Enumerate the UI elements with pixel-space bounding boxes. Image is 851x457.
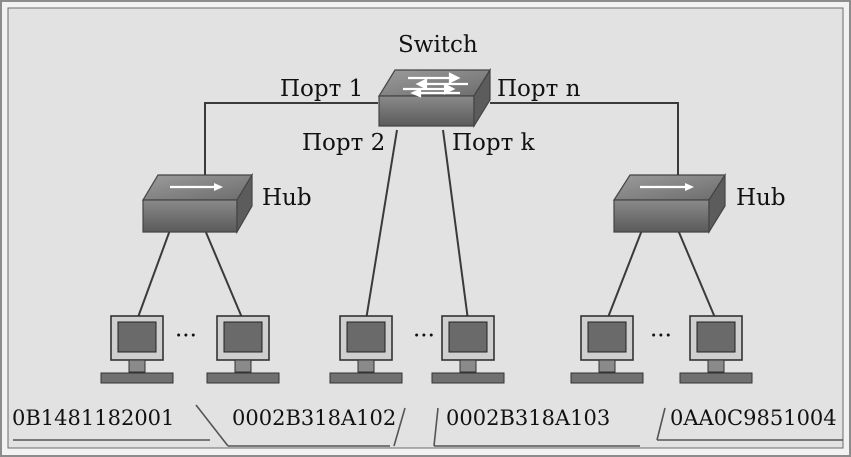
link-switch-pc-4: [442, 129, 469, 321]
mac-address-3: 0002B318A103: [446, 406, 610, 430]
network-links: [136, 102, 717, 321]
computers: [100, 315, 753, 384]
link-hub-left-pc-2: [204, 229, 244, 321]
link-switch-hub-right: [490, 102, 679, 190]
hub-left-label: Hub: [262, 185, 312, 211]
computer-icon: [431, 315, 505, 384]
mac-address-4: 0AA0C9851004: [670, 406, 837, 430]
port-k-label: Порт k: [452, 130, 536, 156]
hub-icon-right: [612, 172, 727, 235]
link-switch-pc-3: [365, 129, 398, 321]
switch-label: Switch: [398, 32, 478, 58]
computer-icon: [329, 315, 403, 384]
hub-icon-left: [141, 172, 254, 235]
computer-icon: [206, 315, 280, 384]
computer-icon: [679, 315, 753, 384]
link-hub-right-pc-6: [677, 229, 717, 321]
mac-address-1: 0B1481182001: [12, 406, 174, 430]
ellipsis-middle: ···: [413, 323, 435, 349]
port-1-label: Порт 1: [280, 76, 363, 102]
mac-address-2: 0002B318A102: [232, 406, 396, 430]
ellipsis-right: ···: [650, 323, 672, 349]
port-n-label: Порт n: [497, 76, 581, 102]
computer-icon: [100, 315, 174, 384]
link-hub-left-pc-1: [136, 229, 171, 321]
computer-icon: [570, 315, 644, 384]
mac-label-lines: [13, 404, 843, 447]
hub-right-label: Hub: [736, 185, 786, 211]
link-hub-right-pc-5: [606, 229, 643, 321]
switch-icon: [377, 67, 492, 129]
port-2-label: Порт 2: [302, 130, 385, 156]
link-switch-hub-left: [204, 102, 378, 190]
ellipsis-left: ···: [175, 323, 197, 349]
